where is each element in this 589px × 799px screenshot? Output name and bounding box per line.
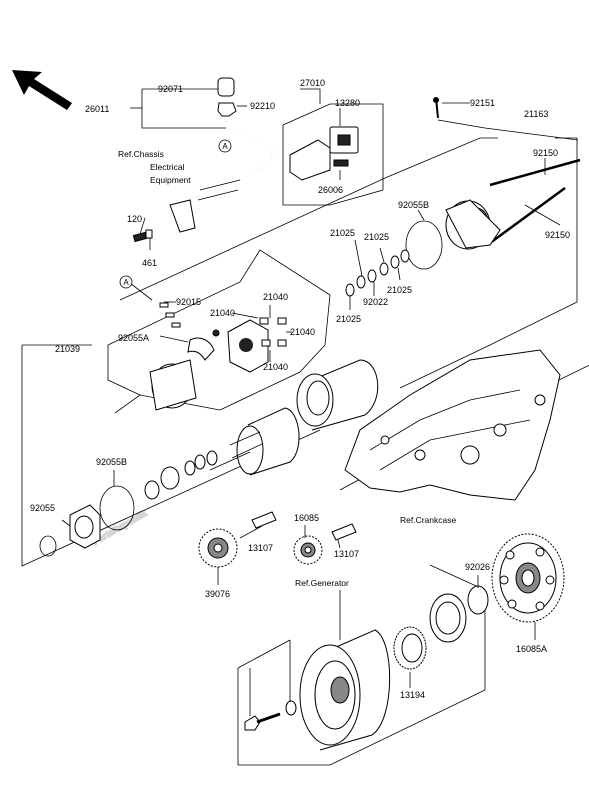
assembly-outline (21, 137, 578, 567)
rotor-bolt (244, 712, 281, 731)
label-21025-a: 21025 (330, 228, 355, 238)
clip-461 (145, 229, 153, 239)
ref-crankcase: Ref.Crankcase (400, 515, 456, 525)
crankcase (344, 349, 561, 501)
yoke-housing (296, 359, 379, 431)
relay-components (289, 126, 359, 181)
label-13107-a: 13107 (248, 543, 273, 553)
starter-cable (174, 77, 273, 207)
long-bolts (433, 97, 581, 245)
label-21040-b: 21040 (210, 308, 235, 318)
brush-holder (159, 302, 287, 373)
ref-chassis-line1: Ref.Chassis (118, 149, 164, 159)
front-direction-arrow-icon (12, 70, 72, 110)
chassis-bracket (132, 179, 241, 243)
label-92151: 92151 (470, 98, 495, 108)
label-120: 120 (127, 214, 142, 224)
washers (345, 249, 410, 297)
label-92022: 92022 (363, 297, 388, 307)
label-92210: 92210 (250, 101, 275, 111)
part-labels: 26011 92071 92210 27010 13280 26006 9215… (30, 78, 570, 700)
label-92055a: 92055A (118, 333, 149, 343)
label-92055b-left: 92055B (96, 457, 127, 467)
terminal-cap (217, 77, 235, 97)
marker-a-top: A (218, 139, 232, 153)
front-cover (69, 504, 101, 549)
clutch-hub-13194 (393, 626, 427, 670)
label-26011: 26011 (85, 104, 109, 114)
label-21039: 21039 (55, 344, 80, 354)
label-16085: 16085 (294, 513, 319, 523)
oring-92055b-left (99, 485, 135, 531)
label-461: 461 (142, 258, 157, 268)
label-27010: 27010 (300, 78, 325, 88)
label-39076: 39076 (205, 589, 230, 599)
oring-92055 (39, 535, 57, 557)
oring-92055b-top (405, 220, 443, 270)
label-92026: 92026 (465, 562, 490, 572)
label-92055b-top: 92055B (398, 200, 429, 210)
label-21040-d: 21040 (263, 362, 288, 372)
label-21025-b: 21025 (364, 232, 389, 242)
relay-box-outline (282, 103, 384, 206)
starter-clutch-gear-16085a (491, 533, 565, 623)
generator-rotor (299, 629, 391, 751)
leader-lines (61, 88, 579, 716)
label-21025-c: 21025 (387, 285, 412, 295)
label-92071: 92071 (158, 84, 183, 94)
label-21025-d: 21025 (336, 314, 361, 324)
brush-plate-ring (149, 359, 197, 411)
label-92055: 92055 (30, 503, 55, 513)
end-cover (445, 199, 501, 250)
svg-text:A: A (222, 142, 228, 151)
label-92015: 92015 (176, 297, 201, 307)
ref-chassis-line3: Equipment (150, 175, 191, 185)
ref-generator: Ref.Generator (295, 578, 349, 588)
label-21040-a: 21040 (263, 292, 288, 302)
shafts-13107 (251, 511, 357, 541)
washer-92026 (467, 585, 489, 615)
svg-text:A: A (123, 278, 129, 287)
label-13107-b: 13107 (334, 549, 359, 559)
label-92150-a: 92150 (533, 148, 558, 158)
armature (144, 407, 300, 500)
label-21163: 21163 (524, 109, 548, 119)
gear-16085 (293, 535, 323, 565)
ref-chassis-line2: Electrical (150, 162, 185, 172)
label-92150-b: 92150 (545, 230, 570, 240)
label-26006: 26006 (318, 185, 343, 195)
nut-92210 (217, 102, 237, 117)
washer-rotor (285, 700, 297, 716)
label-21040-c: 21040 (290, 327, 315, 337)
marker-a-left: A (119, 275, 133, 289)
label-16085a: 16085A (516, 644, 547, 654)
one-way-clutch (429, 593, 467, 643)
label-13194: 13194 (400, 690, 425, 700)
label-13280: 13280 (335, 98, 360, 108)
idler-gear-39076 (198, 528, 238, 568)
